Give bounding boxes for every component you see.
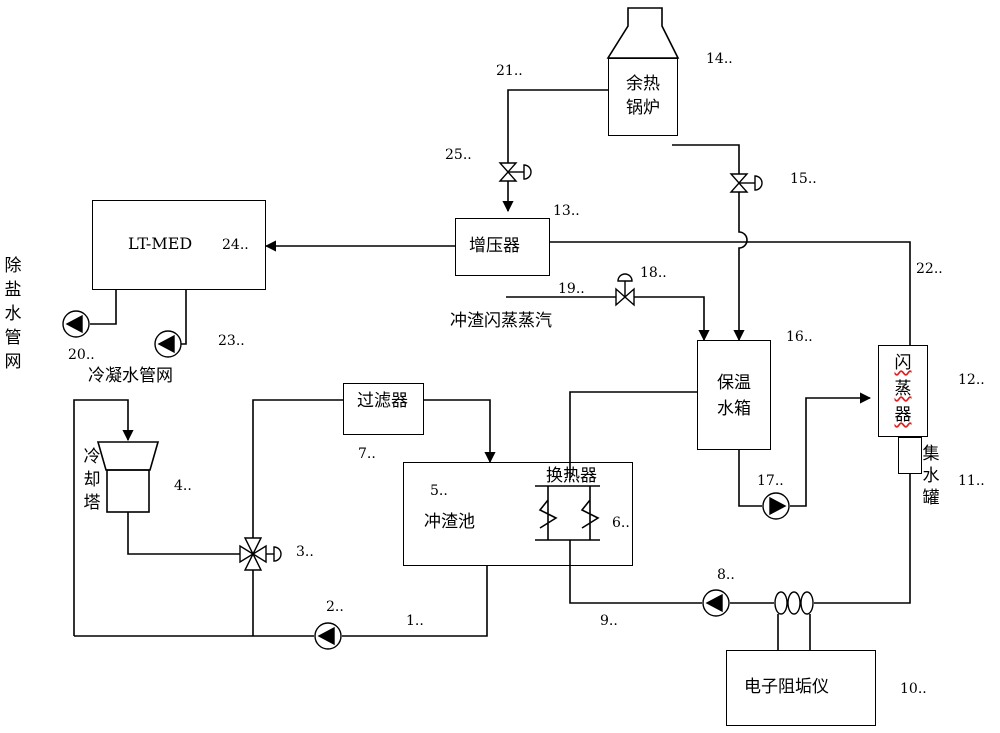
desalinated-water-network-label: 除 盐 水 管 网 xyxy=(4,256,22,372)
slag-pool-label: 冲渣池 xyxy=(424,512,475,532)
booster-box[interactable] xyxy=(455,218,550,276)
pipe-filter-pool xyxy=(424,399,496,464)
cooling-tower-body xyxy=(96,441,160,471)
ref-number-6: 6.. xyxy=(612,515,630,531)
boiler-label: 余热 锅炉 xyxy=(626,74,660,118)
pipe-tower-top xyxy=(73,399,134,636)
collector-tank-label: 集 水 罐 xyxy=(922,444,940,508)
ref-number-9: 9.. xyxy=(600,613,618,629)
pipe-main-bottom xyxy=(74,566,488,637)
tank-box[interactable] xyxy=(697,340,771,450)
pump-2[interactable] xyxy=(314,622,342,650)
pipe-tower-valve xyxy=(127,512,240,555)
boiler-chimney xyxy=(606,7,680,59)
filter-label: 过滤器 xyxy=(357,391,408,411)
valve-18[interactable] xyxy=(615,273,635,307)
ref-number-11: 11.. xyxy=(958,473,985,489)
pipe-return-loop xyxy=(569,474,911,604)
ref-number-17: 17.. xyxy=(757,473,784,489)
ref-number-16: 16.. xyxy=(786,329,813,345)
ref-number-3: 3.. xyxy=(296,544,314,560)
pump-20[interactable] xyxy=(62,310,90,338)
filter-box[interactable] xyxy=(343,383,424,435)
ref-number-8: 8.. xyxy=(717,567,735,583)
heat-exchanger-label: 换热器 xyxy=(546,466,597,486)
ref-number-13: 13.. xyxy=(553,203,580,219)
collector-tank-box[interactable] xyxy=(898,437,922,474)
ref-number-10: 10.. xyxy=(900,681,927,697)
pipe-tank-flash xyxy=(738,398,870,507)
cooling-tower-base xyxy=(106,469,150,513)
ref-number-20: 20.. xyxy=(68,347,95,363)
exchanger-coil xyxy=(535,485,600,541)
pump-23[interactable] xyxy=(154,330,182,358)
ref-number-14: 14.. xyxy=(706,51,733,67)
lt-med-label: LT-MED xyxy=(128,234,193,253)
ref-number-4: 4.. xyxy=(174,478,192,494)
tank-label: 保温 水箱 xyxy=(717,373,751,419)
ref-number-23: 23.. xyxy=(218,333,245,349)
pipe-boiler-tank xyxy=(672,144,748,342)
descaler-label: 电子阻垢仪 xyxy=(744,677,829,697)
descaler-coil xyxy=(774,591,814,615)
ref-number-7: 7.. xyxy=(358,446,376,462)
ref-number-21: 21.. xyxy=(496,63,523,79)
ref-number-2: 2.. xyxy=(326,599,344,615)
pipe-tank-exchanger xyxy=(569,391,697,480)
pipe-ltmed-condensate xyxy=(180,290,187,345)
booster-label: 增压器 xyxy=(469,236,520,256)
slag-pool-box[interactable] xyxy=(403,462,633,566)
ref-number-15: 15.. xyxy=(790,171,817,187)
lt-med-box[interactable] xyxy=(92,200,266,290)
pipe-descaler xyxy=(777,614,811,650)
pump-8[interactable] xyxy=(702,589,730,617)
ref-number-1: 1.. xyxy=(406,613,424,629)
pipe-filter-valve xyxy=(252,399,343,538)
descaler-box[interactable] xyxy=(726,650,876,726)
ref-number-25: 25.. xyxy=(445,147,472,163)
ref-number-22: 22.. xyxy=(916,261,943,277)
boiler-box[interactable] xyxy=(608,58,678,136)
ref-number-12: 12.. xyxy=(958,372,985,388)
cooling-tower-label: 冷 却 塔 xyxy=(83,447,101,513)
steam-label: 冲渣闪蒸蒸汽 xyxy=(450,311,552,331)
flash-evaporator-box[interactable] xyxy=(878,345,928,437)
pipe-steam-tank xyxy=(506,296,710,342)
pipe-booster-flash xyxy=(550,241,911,345)
pipe-ltmed-desal xyxy=(90,290,117,325)
flash-evaporator-label: 闪 蒸 器 xyxy=(894,353,912,425)
ref-number-19: 19.. xyxy=(558,281,585,297)
condensate-network-label: 冷凝水管网 xyxy=(88,366,173,386)
ref-number-24: 24.. xyxy=(222,237,249,253)
pump-17[interactable] xyxy=(762,492,790,520)
valve-3[interactable] xyxy=(239,537,282,571)
ref-number-18: 18.. xyxy=(640,265,667,281)
valve-15[interactable] xyxy=(729,173,763,193)
ref-number-5: 5.. xyxy=(430,483,448,499)
pipe-boiler-booster xyxy=(502,89,617,213)
valve-25[interactable] xyxy=(498,162,532,182)
